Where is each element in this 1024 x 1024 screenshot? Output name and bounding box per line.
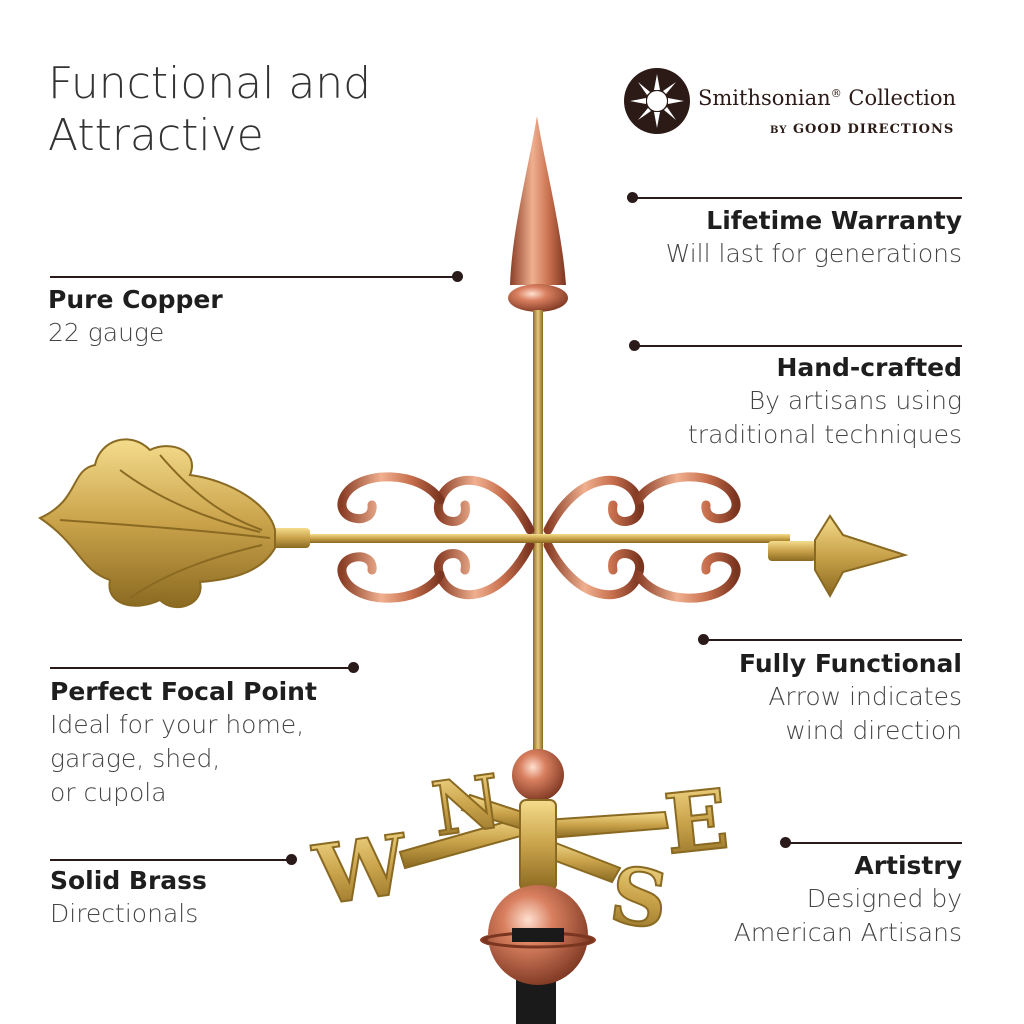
callout-dot-warranty — [627, 192, 638, 203]
callout-dot-handcrafted — [629, 340, 640, 351]
feature-title: Artistry — [854, 851, 962, 880]
direction-letter-w: W — [308, 816, 415, 924]
tail-feather — [37, 438, 276, 609]
smithsonian-logo: Smithsonian® Collection BY GOOD DIRECTIO… — [622, 66, 967, 146]
title-line-2: Attractive — [48, 110, 264, 161]
feature-desc: American Artisans — [733, 918, 962, 947]
bottom-ball-label — [512, 928, 564, 942]
callout-line-functional — [703, 639, 962, 641]
title-line-1: Functional and — [48, 58, 372, 109]
center-hub — [519, 799, 557, 891]
feature-title: Pure Copper — [48, 285, 223, 314]
feature-desc: By artisans using — [748, 386, 962, 415]
callout-line-artistry — [785, 842, 962, 844]
registered-mark: ® — [830, 87, 842, 100]
feature-desc: Directionals — [50, 899, 199, 928]
feature-focal-point: Perfect Focal Point Ideal for your home,… — [50, 676, 317, 810]
callout-line-brass — [50, 859, 292, 861]
callout-dot-functional — [698, 634, 709, 645]
callout-line-copper — [50, 276, 458, 278]
feature-desc: wind direction — [785, 716, 962, 745]
directional-arms — [398, 793, 670, 884]
callout-dot-copper — [452, 271, 463, 282]
feature-desc: Ideal for your home, — [50, 710, 305, 739]
feature-title: Solid Brass — [50, 866, 207, 895]
logo-collection: Collection — [848, 86, 957, 110]
feature-desc: or cupola — [50, 778, 167, 807]
callout-dot-focal — [348, 662, 359, 673]
callout-line-warranty — [632, 197, 962, 199]
direction-letter-n: N — [427, 759, 506, 854]
tail-feather-ribs — [59, 454, 271, 599]
feature-title: Lifetime Warranty — [706, 206, 962, 235]
callout-dot-brass — [286, 854, 297, 865]
finial-spike — [510, 116, 566, 285]
logo-brand: Smithsonian — [698, 86, 831, 110]
sun-icon — [624, 68, 690, 134]
feature-desc: 22 gauge — [48, 318, 165, 347]
feature-desc: Designed by — [806, 884, 962, 913]
feature-title: Fully Functional — [739, 649, 962, 678]
arrow-shaft — [270, 534, 790, 543]
callout-dot-artistry — [780, 837, 791, 848]
feature-solid-brass: Solid Brass Directionals — [50, 865, 207, 931]
feature-desc: Will last for generations — [665, 239, 962, 268]
feature-artistry: Artistry Designed by American Artisans — [734, 850, 962, 950]
feature-desc: traditional techniques — [688, 420, 962, 449]
feature-title: Perfect Focal Point — [50, 677, 317, 706]
scrollwork — [337, 472, 741, 603]
feature-hand-crafted: Hand-crafted By artisans using tradition… — [688, 352, 962, 452]
feature-title: Hand-crafted — [776, 353, 962, 382]
arrow-head — [814, 514, 909, 599]
callout-line-focal — [50, 667, 354, 669]
page-title: Functional and Attractive — [48, 58, 371, 162]
feature-pure-copper: Pure Copper 22 gauge — [48, 284, 223, 350]
logo-byline: GOOD DIRECTIONS — [792, 122, 955, 137]
feature-lifetime-warranty: Lifetime Warranty Will last for generati… — [666, 205, 962, 271]
direction-letter-s: S — [605, 849, 673, 947]
callout-line-handcrafted — [634, 345, 962, 347]
feature-desc: Arrow indicates — [768, 682, 962, 711]
center-ball — [512, 749, 564, 801]
feature-fully-functional: Fully Functional Arrow indicates wind di… — [739, 648, 962, 748]
direction-letter-e: E — [660, 771, 732, 873]
finial-collar — [508, 284, 568, 312]
shaft-wrap-right — [768, 541, 816, 561]
logo-by: BY — [770, 125, 788, 136]
feature-desc: garage, shed, — [50, 744, 221, 773]
